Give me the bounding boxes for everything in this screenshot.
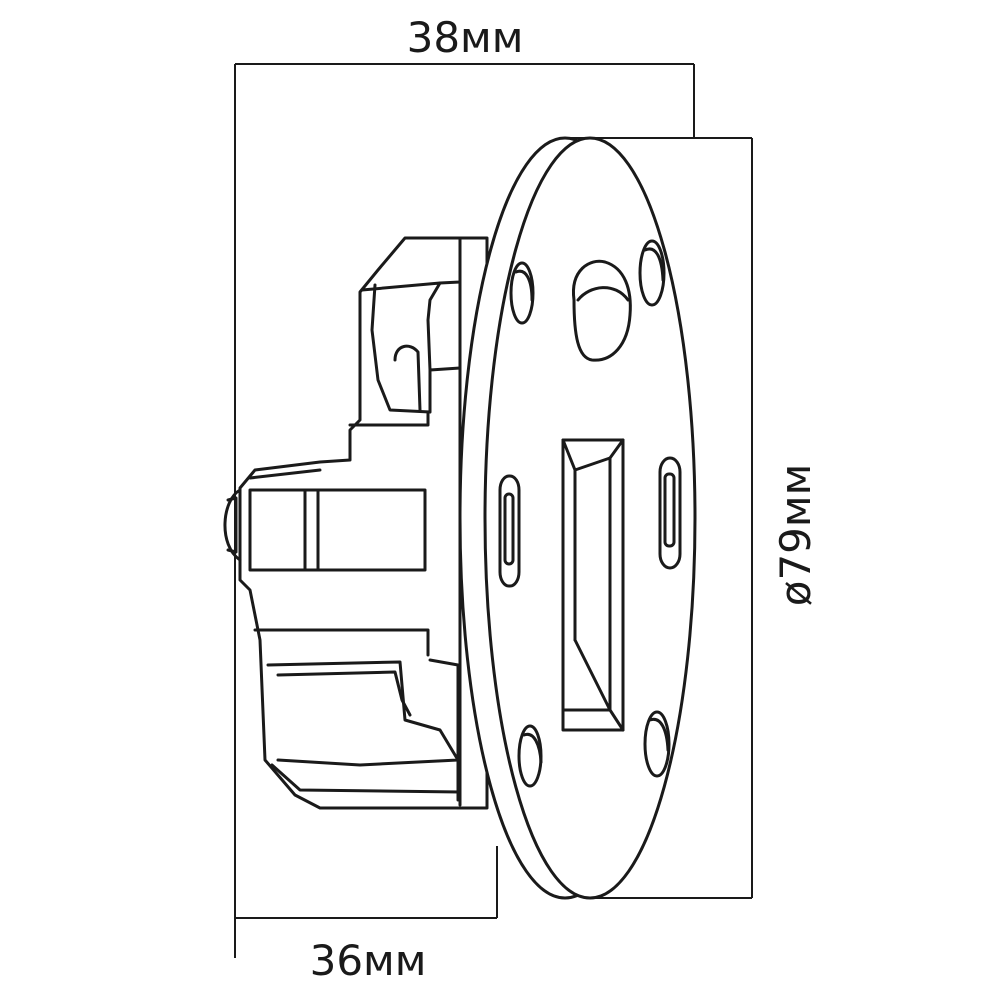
lower-bracket	[266, 660, 460, 767]
lower-bracket-inner	[276, 670, 412, 717]
lower-ring-edge	[428, 658, 460, 802]
center-cutout	[561, 438, 625, 732]
top-step	[348, 410, 430, 427]
hole-top-right-inner	[643, 247, 665, 282]
top-bracket	[360, 281, 462, 372]
cutout-top-bevel	[561, 438, 625, 472]
hub-top-edge	[248, 468, 322, 480]
center-hub	[248, 488, 427, 572]
body-depth-label: 36мм	[310, 936, 427, 985]
left-slot-inner	[503, 492, 515, 566]
lower-shadow	[270, 763, 462, 794]
top-dome	[572, 259, 632, 362]
mounting-flange	[458, 136, 697, 900]
hole-top-left-inner	[514, 269, 534, 302]
side-slots	[498, 456, 682, 588]
overall-depth-label: 38мм	[407, 13, 524, 62]
hole-bottom-right-inner	[648, 717, 670, 752]
cutout-frame	[561, 438, 625, 732]
flange-diameter-label: ø79мм	[771, 464, 820, 607]
lower-step	[253, 628, 430, 657]
left-nub	[223, 488, 242, 562]
mounting-holes	[509, 239, 671, 788]
left-slot	[498, 474, 521, 588]
right-slot-inner	[663, 472, 676, 548]
top-dome-shadow	[576, 286, 630, 302]
left-nub-cap	[226, 496, 238, 554]
top-bracket-inner	[370, 283, 432, 414]
adapter-body	[223, 236, 489, 810]
hole-bottom-left-inner	[522, 732, 543, 764]
top-knob	[393, 344, 422, 412]
